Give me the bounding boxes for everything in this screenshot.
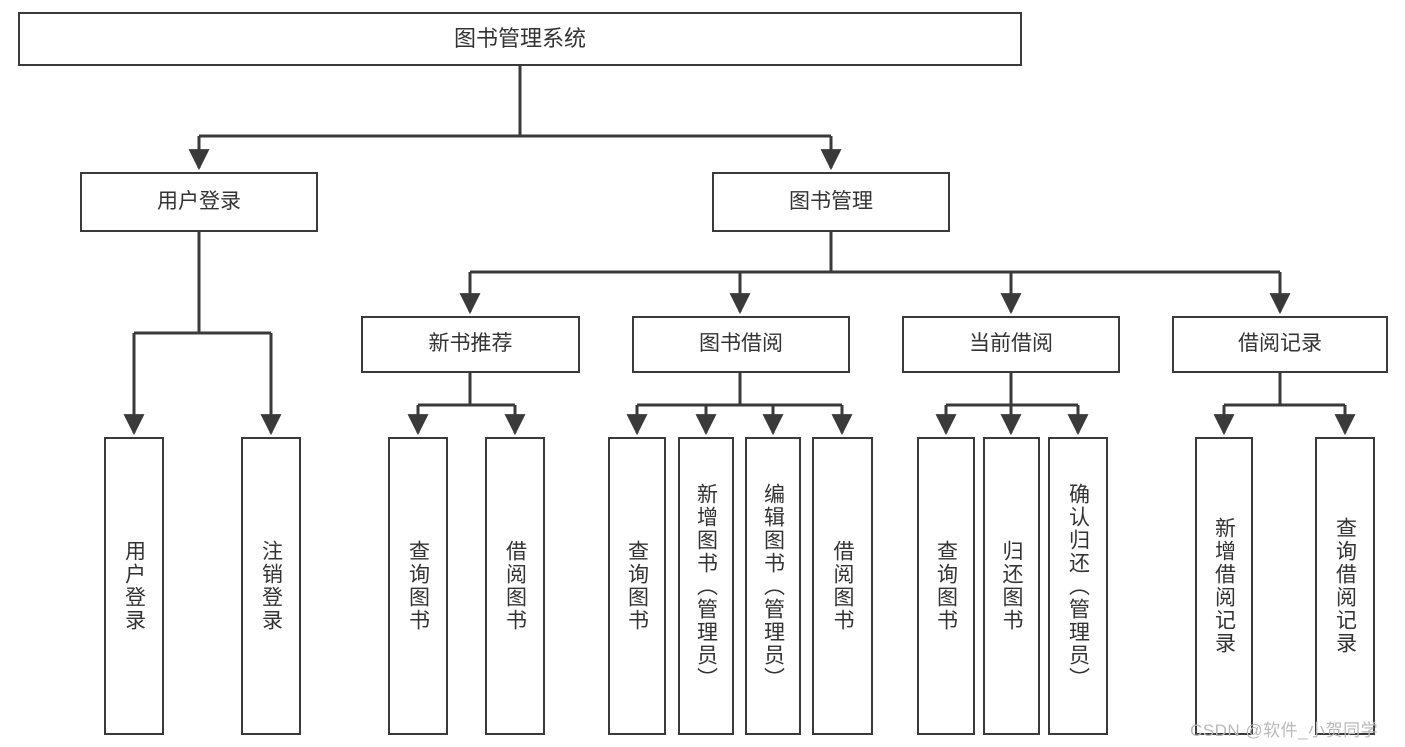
node-leaf-query-book-3[interactable]: 查询图书 [917, 437, 975, 735]
node-label: 编辑图书（管理员） [761, 482, 785, 690]
node-leaf-edit-book-admin[interactable]: 编辑图书（管理员） [745, 437, 801, 735]
watermark-text: CSDN @软件_小贺同学 [1190, 721, 1379, 740]
node-label: 查询图书 [406, 540, 430, 632]
node-leaf-borrow-book-2[interactable]: 借阅图书 [812, 437, 873, 735]
node-root-book-management-system[interactable]: 图书管理系统 [18, 12, 1022, 66]
node-label: 查询图书 [934, 540, 958, 632]
node-label: 当前借阅 [969, 332, 1053, 356]
node-label: 用户登录 [157, 189, 241, 213]
node-new-book-recommend[interactable]: 新书推荐 [361, 316, 580, 373]
node-label: 查询借阅记录 [1333, 517, 1357, 655]
node-label: 注销登录 [259, 540, 283, 632]
node-leaf-query-book-2[interactable]: 查询图书 [608, 437, 666, 735]
node-label: 图书管理 [789, 189, 873, 213]
node-current-borrow[interactable]: 当前借阅 [902, 316, 1120, 373]
node-label: 借阅记录 [1238, 332, 1322, 356]
node-borrow-record[interactable]: 借阅记录 [1172, 316, 1388, 373]
node-label: 新增图书（管理员） [694, 482, 718, 690]
node-leaf-add-book-admin[interactable]: 新增图书（管理员） [678, 437, 734, 735]
node-label: 新书推荐 [428, 332, 513, 356]
node-label: 查询图书 [625, 540, 649, 632]
node-label: 确认归还（管理员） [1066, 482, 1090, 690]
node-label: 借阅图书 [831, 540, 854, 632]
node-label: 借阅图书 [503, 540, 527, 632]
node-label: 图书管理系统 [453, 26, 586, 52]
node-leaf-add-borrow-record[interactable]: 新增借阅记录 [1195, 437, 1253, 735]
node-book-manage[interactable]: 图书管理 [712, 172, 950, 232]
node-label: 图书借阅 [699, 332, 783, 356]
node-leaf-borrow-book-1[interactable]: 借阅图书 [485, 437, 545, 735]
node-label: 新增借阅记录 [1212, 517, 1236, 655]
node-label: 归还图书 [1000, 540, 1023, 632]
node-user-login[interactable]: 用户登录 [80, 172, 318, 232]
node-leaf-confirm-return[interactable]: 确认归还（管理员） [1048, 437, 1108, 735]
node-leaf-return-book[interactable]: 归还图书 [983, 437, 1040, 735]
node-label: 用户登录 [122, 540, 146, 632]
node-leaf-logout[interactable]: 注销登录 [241, 437, 301, 735]
node-leaf-query-borrow-record[interactable]: 查询借阅记录 [1315, 437, 1375, 735]
node-book-borrow[interactable]: 图书借阅 [632, 316, 850, 373]
node-leaf-user-login[interactable]: 用户登录 [104, 437, 164, 735]
node-leaf-query-book-1[interactable]: 查询图书 [388, 437, 448, 735]
